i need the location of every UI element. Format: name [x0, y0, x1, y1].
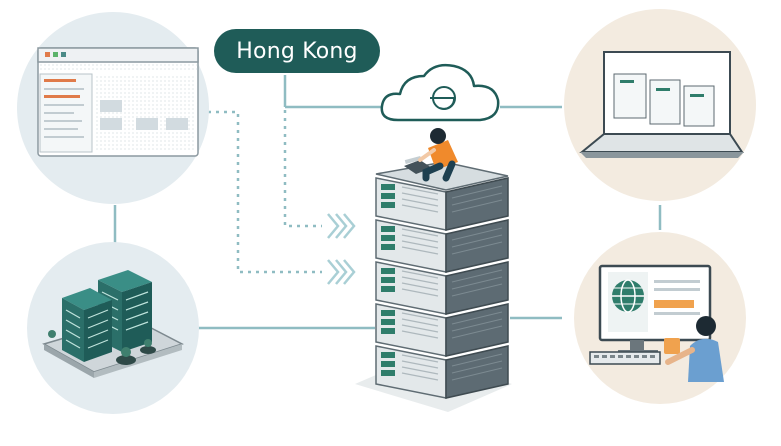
side-ridge: [451, 360, 503, 374]
side-ridge: [451, 185, 503, 199]
vent-line: [401, 228, 439, 237]
drive-bay: [381, 268, 395, 274]
side-ridge: [451, 241, 503, 255]
side-ridge: [451, 353, 503, 367]
vent-line: [401, 360, 439, 369]
drive-bay: [381, 202, 395, 208]
laptop-node: [564, 9, 756, 201]
server-unit: [375, 261, 509, 315]
user-person-icon: [665, 316, 724, 382]
drive-bay: [381, 319, 395, 325]
person-with-laptop-icon: [404, 128, 458, 182]
drive-bay: [381, 184, 395, 190]
desktop-user-node: [574, 232, 746, 404]
vent-line: [401, 240, 439, 249]
office-buildings-icon: [42, 270, 184, 378]
server-unit: [375, 345, 509, 399]
side-ridge: [451, 325, 503, 339]
location-label: Hong Kong: [214, 29, 380, 73]
drive-bay: [381, 226, 395, 232]
drive-bay: [381, 370, 395, 376]
vent-line: [401, 276, 439, 285]
server-unit: [375, 303, 509, 357]
server-unit: [375, 219, 509, 273]
server-unit-side: [445, 303, 509, 357]
vent-line: [401, 366, 439, 375]
server-unit-side: [445, 177, 509, 231]
browser-window-icon: [37, 47, 199, 157]
drive-bay: [381, 361, 395, 367]
drive-bay: [381, 352, 395, 358]
dashed-data-flows: [200, 110, 322, 274]
vent-line: [401, 198, 439, 207]
drive-bay: [381, 235, 395, 241]
drive-bay: [381, 310, 395, 316]
dashed-flow-upper: [283, 110, 322, 228]
vent-line: [401, 234, 439, 243]
side-ridge: [451, 283, 503, 297]
vent-line: [401, 330, 439, 339]
side-ridge: [451, 234, 503, 248]
vent-line: [401, 270, 439, 279]
side-ridge: [451, 269, 503, 283]
side-ridge: [451, 227, 503, 241]
arrow-chevrons-upper: [327, 213, 356, 239]
vent-line: [401, 354, 439, 363]
vent-line: [401, 186, 439, 195]
server-unit-side: [445, 345, 509, 399]
side-ridge: [451, 311, 503, 325]
vent-line: [401, 282, 439, 291]
vent-line: [401, 312, 439, 321]
vent-line: [401, 318, 439, 327]
vent-line: [401, 192, 439, 201]
drive-bay: [381, 286, 395, 292]
admin-panel-node: [17, 12, 209, 204]
drive-bay: [381, 244, 395, 250]
vent-line: [401, 246, 439, 255]
server-rack-icon: [375, 161, 509, 399]
drive-bay: [381, 193, 395, 199]
vent-line: [401, 288, 439, 297]
side-ridge: [451, 318, 503, 332]
datacenter-node: [27, 242, 199, 414]
server-stack-node: [355, 128, 512, 412]
laptop-icon: [579, 51, 744, 158]
side-ridge: [451, 276, 503, 290]
side-ridge: [451, 192, 503, 206]
drive-bay: [381, 277, 395, 283]
vent-line: [401, 372, 439, 381]
desktop-globe-icon: [589, 264, 712, 365]
side-ridge: [451, 367, 503, 381]
side-ridge: [451, 199, 503, 213]
arrow-chevrons-lower: [327, 259, 356, 285]
server-unit-side: [445, 261, 509, 315]
connector-lines: [113, 75, 662, 330]
server-unit: [375, 177, 509, 231]
vent-line: [401, 324, 439, 333]
drive-bay: [381, 328, 395, 334]
dashed-flow-lower: [200, 110, 322, 274]
cloud-icon: [380, 63, 500, 122]
cloud-node: [380, 63, 500, 122]
vent-line: [401, 204, 439, 213]
server-unit-side: [445, 219, 509, 273]
